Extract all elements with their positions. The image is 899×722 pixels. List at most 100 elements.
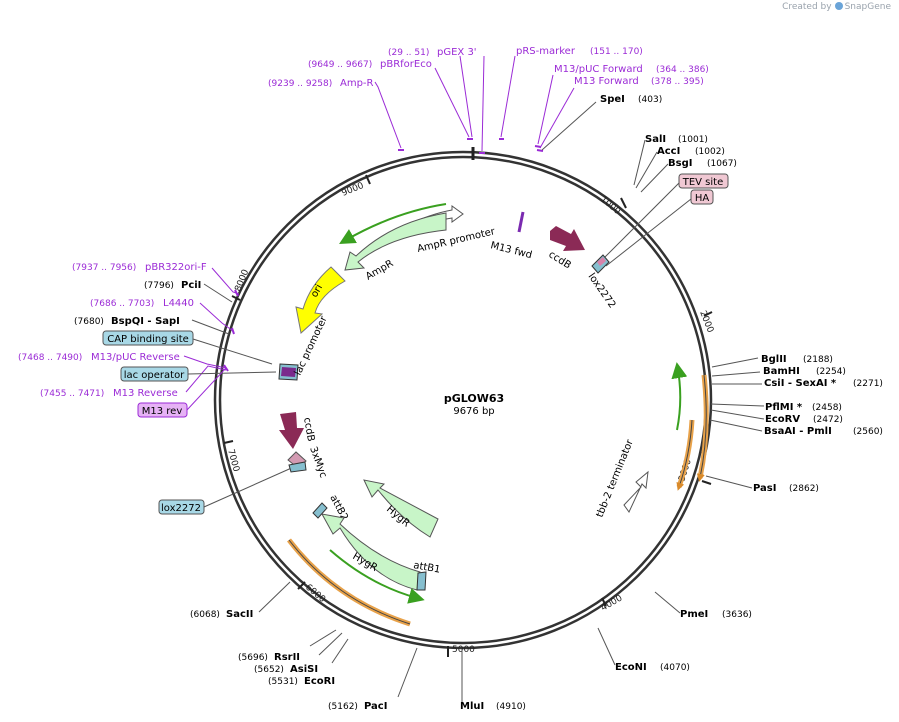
site-pos: (2254) (816, 367, 846, 377)
primer-pos: (9239 .. 9258) (268, 79, 332, 89)
site-name: BsgI (668, 158, 692, 169)
orange-arc-inner-edge (676, 419, 693, 491)
primer-leaders-top (374, 55, 575, 152)
ampr-label: AmpR (364, 258, 395, 282)
site-name: SalI (645, 134, 666, 145)
primer-pos: (7468 .. 7490) (18, 353, 82, 363)
orange-arc-right-edge (696, 374, 707, 482)
site-pos: (6068) (190, 610, 220, 620)
orange-arc-left-edge (288, 539, 411, 625)
primer-name: L4440 (163, 298, 194, 309)
site-pos: (2472) (813, 415, 843, 425)
lac-operator-label: lac operator (124, 370, 185, 381)
primer-pos: (9649 .. 9667) (308, 60, 372, 70)
site-pos: (2862) (789, 484, 819, 494)
site-name: CsiI - SexAI * (764, 378, 837, 389)
site-name: PflMI * (765, 402, 803, 413)
site-pos: (2188) (803, 355, 833, 365)
site-name: RsrII (274, 652, 300, 663)
ha-label: HA (695, 193, 710, 204)
ccdb-left-arrow (279, 412, 304, 449)
site-leaders-right (258, 101, 765, 705)
primer-name: Amp-R (340, 78, 374, 89)
lac-promoter-mark (281, 367, 296, 377)
site-name: BglII (761, 354, 787, 365)
myc-label: 3xMyc (307, 445, 328, 479)
tick-label: 8000 (234, 268, 252, 293)
site-pos: (3636) (722, 610, 752, 620)
primer-labels-top: (29 .. 51) pGEX 3' (9649 .. 9667) pBRfor… (268, 46, 709, 89)
hygr-lower-arrow (321, 513, 421, 591)
credit-prefix: Created by (782, 2, 832, 12)
site-pos: (4070) (660, 663, 690, 673)
site-name: EcoRI (304, 676, 335, 687)
tick-label: 5000 (452, 645, 475, 655)
hygr-upper-arrow (363, 479, 439, 538)
primer-marks-top (398, 138, 544, 154)
m13-fwd-label: M13 fwd (489, 240, 533, 261)
primer-name: pGEX 3' (437, 47, 477, 58)
site-pos: (1002) (695, 147, 725, 157)
tev-site-label: TEV site (682, 177, 724, 188)
site-name: AccI (657, 146, 680, 157)
primer-leaders-left (183, 267, 240, 393)
site-name: PacI (364, 701, 387, 712)
plasmid-name: pGLOW63 (444, 392, 504, 405)
hygr-orf-arc (329, 549, 425, 604)
ori-arrow (295, 266, 346, 334)
site-name: BamHI (763, 366, 800, 377)
site-pos: (5696) (238, 653, 268, 663)
site-pos: (5652) (254, 665, 284, 675)
site-name: EcoNI (615, 662, 647, 673)
site-pos: (2458) (812, 403, 842, 413)
site-pos: (403) (638, 95, 662, 105)
site-pos: (1001) (678, 135, 708, 145)
site-pos: (5162) (328, 702, 358, 712)
lox2272-left-mark (288, 461, 307, 473)
primer-name: pBRforEco (380, 59, 432, 70)
site-pos: (2560) (853, 427, 883, 437)
left-boxes: CAP binding site lac operator M13 rev lo… (102, 330, 297, 515)
snapgene-logo-icon (834, 2, 843, 10)
lox2272-box-label: lox2272 (161, 503, 201, 514)
primer-pos: (7937 .. 7956) (72, 263, 136, 273)
site-name: SacII (226, 609, 253, 620)
ampr-orf-arc (339, 203, 447, 244)
sites-right: SpeI (403) SalI (1001) AccI (1002) BsgI … (190, 94, 883, 712)
attb1-mark (416, 571, 427, 591)
site-pos: (2271) (853, 379, 883, 389)
primer-pos: (29 .. 51) (388, 48, 429, 58)
primer-name: M13 Forward (574, 76, 639, 87)
attb2-mark (312, 502, 328, 519)
attb1-label: attB1 (412, 560, 441, 576)
plasmid-size: 9676 bp (453, 406, 494, 417)
ccdb-top-arrow (550, 226, 585, 251)
primer-labels-left: (7937 .. 7956) pBR322ori-F (7686 .. 7703… (18, 262, 207, 399)
ccdb-left-label: ccdB (301, 417, 316, 443)
primer-pos: (7455 .. 7471) (40, 389, 104, 399)
site-pos: (4910) (496, 702, 526, 712)
site-pos: (5531) (268, 677, 298, 687)
site-name: PmeI (680, 609, 708, 620)
backbone-outer (213, 150, 713, 650)
primer-name: pBR322ori-F (145, 262, 207, 273)
site-name: BsaAI - PmlI (764, 426, 832, 437)
tbb2-terminator-arrow (623, 470, 649, 513)
ampr-arrow (344, 212, 447, 271)
ccdb-top-label: ccdB (546, 249, 572, 271)
site-name: AsiSI (290, 664, 318, 675)
orange-arc-left (287, 538, 411, 627)
site-name: MluI (460, 701, 484, 712)
primer-pos: (151 .. 170) (590, 47, 643, 57)
site-pos: (7680) (74, 317, 104, 327)
primer-pos: (378 .. 395) (651, 77, 704, 87)
primer-name: pRS-marker (516, 46, 576, 57)
primer-name: M13/pUC Reverse (91, 352, 180, 363)
m13-rev-label: M13 rev (142, 406, 183, 417)
site-name: PasI (753, 483, 776, 494)
right-boxes: TEV site HA (601, 173, 729, 267)
site-name: SpeI (600, 94, 625, 105)
m13-fwd-mark (517, 211, 525, 233)
lox2272-right-label: lox2272 (586, 271, 618, 310)
